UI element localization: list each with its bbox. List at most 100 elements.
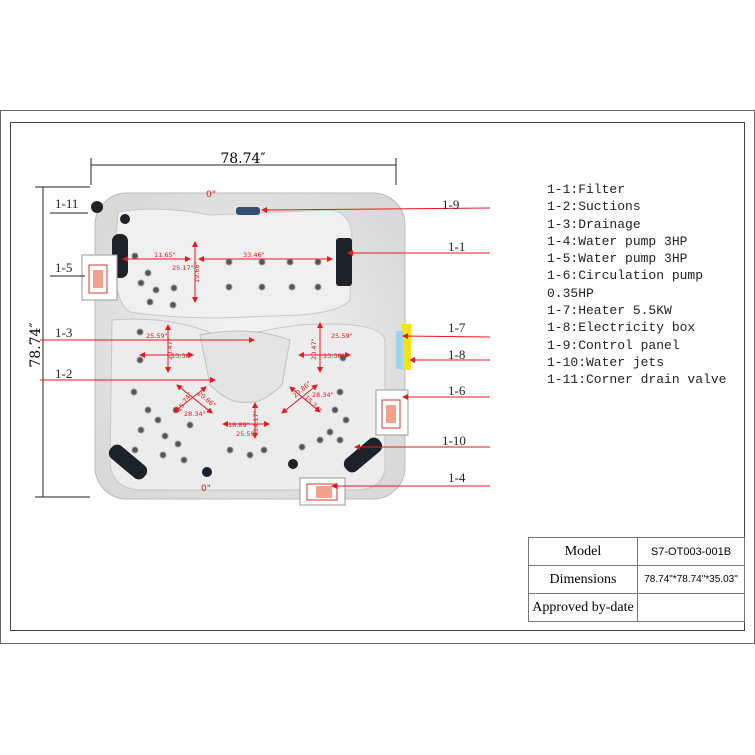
legend-item: 1-1:Filter: [547, 182, 626, 197]
legend-item: 1-10:Water jets: [547, 354, 665, 370]
jet: [342, 416, 350, 424]
dim-label: 33.46": [243, 251, 265, 259]
legend-item: 1-9:Control panel: [547, 337, 680, 353]
jet: [286, 258, 294, 266]
jet: [144, 406, 152, 414]
control-panel: [236, 207, 260, 215]
approved-label: Approved by-date: [528, 593, 638, 622]
dimensions-value: 78.74"*78.74"*35.03": [637, 565, 745, 594]
jet: [225, 258, 233, 266]
jet: [154, 416, 162, 424]
legend-item: 1-11:Corner drain valve: [547, 372, 727, 388]
dim-label: 0": [206, 190, 216, 200]
jet: [258, 283, 266, 291]
filter: [336, 238, 352, 286]
electricity-box: [396, 331, 403, 369]
jet: [298, 443, 306, 451]
jet: [336, 436, 344, 444]
jet: [326, 428, 334, 436]
jet: [170, 284, 178, 292]
component-legend: 1-1:Filter 1-2:Suctions 1-3:Drainage 1-4…: [547, 181, 755, 389]
width-dimension: [90, 158, 397, 185]
jet: [288, 283, 296, 291]
jet: [331, 406, 339, 414]
jet: [136, 356, 144, 364]
legend-item: 1-2:Suctions: [547, 199, 641, 215]
length-dimension: [35, 186, 90, 498]
callout-label: 1-10: [442, 433, 466, 448]
jet: [131, 252, 139, 260]
callout-label: 1-1: [448, 239, 465, 254]
jet: [152, 286, 160, 294]
jet: [174, 440, 182, 448]
legend-item: 1-4:Water pump 3HP: [547, 233, 688, 249]
jet: [159, 451, 167, 459]
callout-label: 1-6: [448, 383, 466, 398]
dim-label: 25.59": [331, 332, 353, 340]
jet: [260, 446, 268, 454]
jet: [225, 283, 233, 291]
jet: [146, 298, 154, 306]
dim-label: 11.65": [154, 251, 176, 259]
heater: [402, 324, 411, 370]
internal-dimension-lines: [122, 241, 351, 439]
cupholder: [288, 459, 298, 469]
dim-label: 25.17": [172, 264, 194, 272]
jet: [180, 456, 188, 464]
jet: [336, 388, 344, 396]
cupholder: [120, 214, 130, 224]
pump-1-4: [299, 477, 346, 506]
dim-label: 0": [201, 484, 211, 494]
jet: [169, 301, 177, 309]
approved-value: [637, 593, 745, 622]
callout-label: 1-7: [448, 320, 466, 335]
dim-label: 28.34": [312, 391, 334, 399]
callout-label: 1-11: [55, 196, 78, 211]
callout-label: 1-2: [55, 366, 72, 381]
dim-label: 13.38": [323, 352, 345, 360]
jet: [144, 269, 152, 277]
callout-label: 1-8: [448, 347, 465, 362]
jet: [161, 432, 169, 440]
dim-label: 25.59": [236, 430, 258, 438]
callout-label: 1-5: [55, 260, 72, 275]
length-label: 78.74″: [28, 322, 44, 367]
jet: [137, 426, 145, 434]
jet: [316, 436, 324, 444]
model-value: S7-OT003-001B: [637, 537, 745, 566]
cupholder: [202, 467, 212, 477]
headrest: [108, 444, 148, 480]
callout-lines: [40, 206, 491, 489]
dimensions-label: Dimensions: [528, 565, 638, 594]
headrest: [343, 437, 383, 473]
callout-label: 1-9: [442, 197, 459, 212]
legend-item: 1-3:Drainage: [547, 216, 641, 232]
jet: [136, 328, 144, 336]
model-label: Model: [528, 537, 638, 566]
dim-label: 19.68": [193, 261, 201, 283]
legend-item: 1-7:Heater 5.5KW: [547, 303, 672, 319]
legend-item: 1-6:Circulation pump 0.35HP: [547, 268, 704, 301]
callout-label: 1-3: [55, 325, 72, 340]
jet: [130, 388, 138, 396]
callout-label: 1-4: [448, 470, 466, 485]
inner-frame: [10, 122, 745, 631]
dim-label: 20.47": [166, 338, 174, 360]
legend-item: 1-8:Electricity box: [547, 320, 696, 336]
jet: [137, 279, 145, 287]
jet: [258, 258, 266, 266]
dim-label: 25.59": [146, 332, 168, 340]
jet: [246, 451, 254, 459]
jet: [314, 258, 322, 266]
dim-label: 14.17": [252, 410, 260, 432]
drain-valve: [91, 201, 103, 213]
jet: [314, 283, 322, 291]
legend-item: 1-5:Water pump 3HP: [547, 251, 688, 267]
dim-label: 13.38": [171, 352, 193, 360]
pump-1-5: [81, 254, 118, 301]
dim-label: 18.89": [228, 421, 250, 429]
jet: [186, 421, 194, 429]
jet: [226, 446, 234, 454]
